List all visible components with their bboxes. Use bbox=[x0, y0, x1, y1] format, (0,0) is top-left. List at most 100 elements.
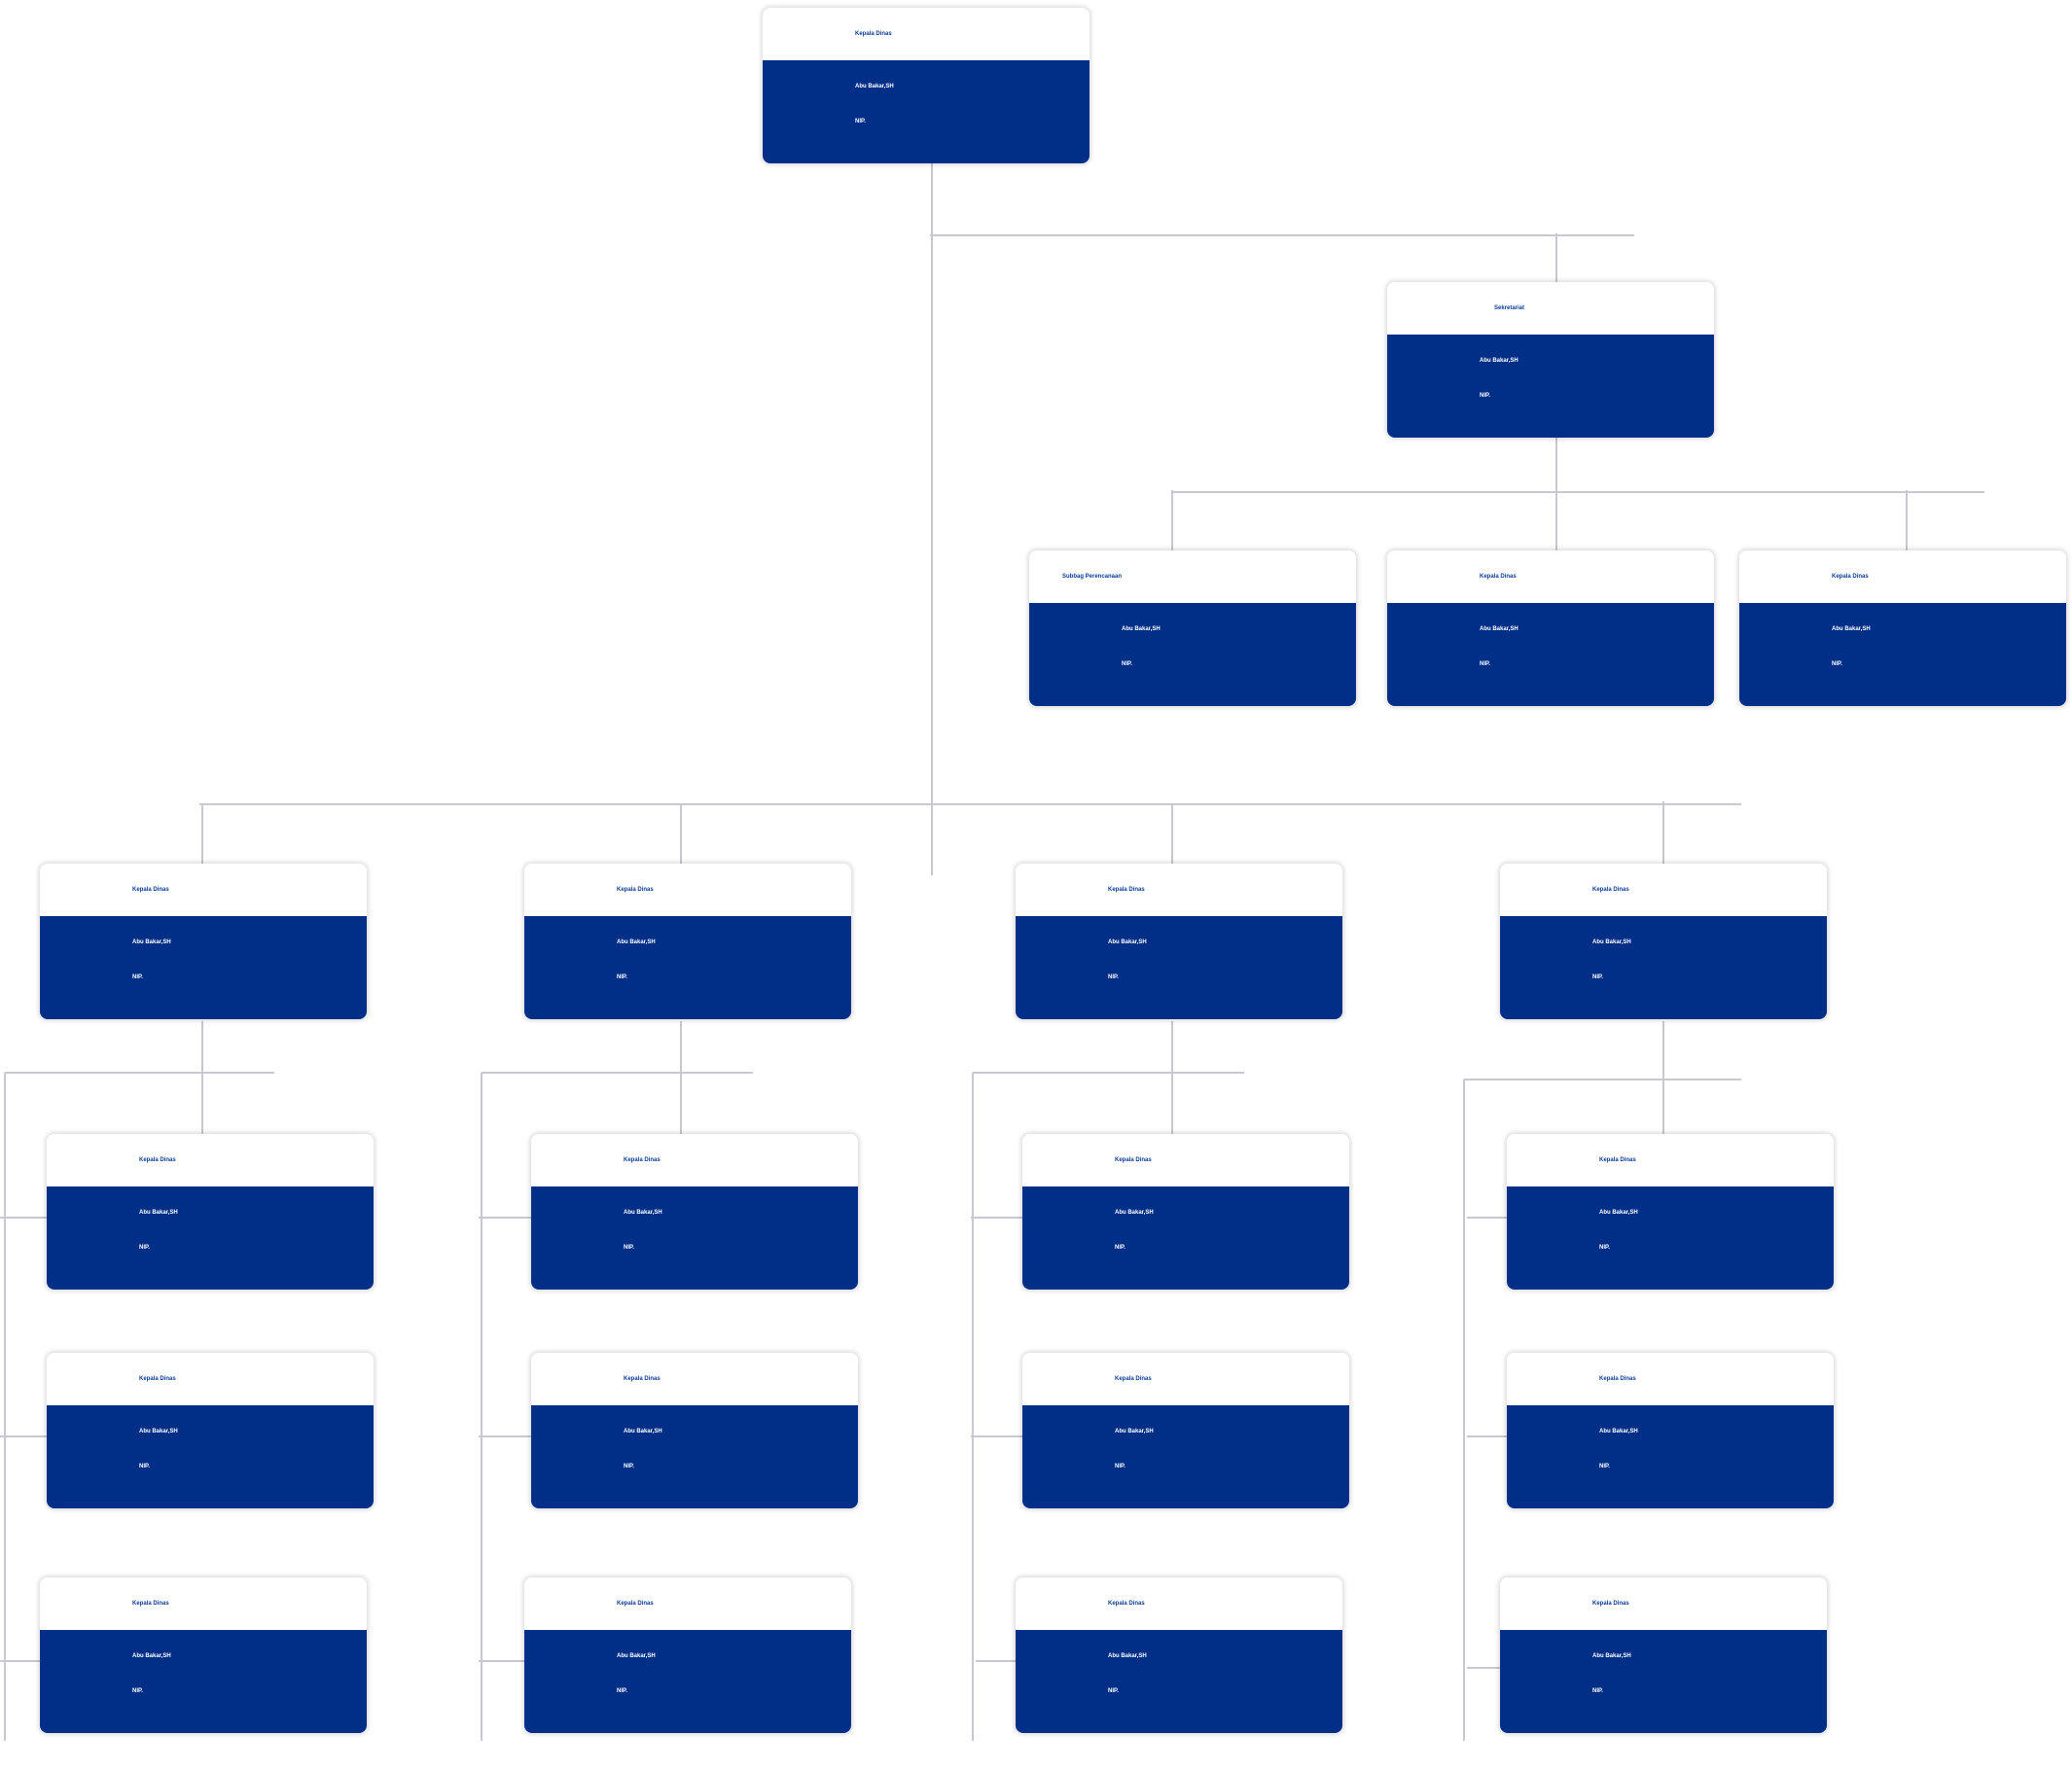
node-header: Subbag Perencanaan bbox=[1029, 550, 1356, 603]
org-node-kepala-dinas: Kepala Dinas Abu Bakar,SH NIP. bbox=[1016, 864, 1342, 1019]
node-name: Abu Bakar,SH bbox=[1115, 1429, 1154, 1434]
node-title: Kepala Dinas bbox=[132, 1601, 169, 1607]
org-node-subbag-perencanaan: Subbag Perencanaan Abu Bakar,SH NIP. bbox=[1029, 550, 1356, 706]
org-node-kepala-dinas: Kepala Dinas Abu Bakar,SH NIP. bbox=[1387, 550, 1714, 706]
node-nip: NIP. bbox=[132, 1688, 143, 1694]
node-nip: NIP. bbox=[1599, 1245, 1610, 1251]
node-title: Kepala Dinas bbox=[139, 1157, 176, 1163]
node-body: Abu Bakar,SH NIP. bbox=[1022, 1186, 1349, 1290]
node-header: Kepala Dinas bbox=[524, 1577, 851, 1630]
node-title: Kepala Dinas bbox=[1108, 1601, 1145, 1607]
node-nip: NIP. bbox=[1115, 1245, 1125, 1251]
node-nip: NIP. bbox=[624, 1464, 634, 1469]
node-title: Kepala Dinas bbox=[1592, 887, 1629, 893]
node-nip: NIP. bbox=[1108, 974, 1119, 980]
node-title: Kepala Dinas bbox=[139, 1376, 176, 1382]
node-header: Kepala Dinas bbox=[47, 1134, 374, 1186]
node-title: Kepala Dinas bbox=[1599, 1157, 1636, 1163]
node-title: Kepala Dinas bbox=[617, 887, 654, 893]
node-header: Kepala Dinas bbox=[1507, 1353, 1834, 1405]
node-nip: NIP. bbox=[132, 974, 143, 980]
node-name: Abu Bakar,SH bbox=[1592, 939, 1631, 945]
node-header: Kepala Dinas bbox=[40, 864, 367, 916]
node-body: Abu Bakar,SH NIP. bbox=[1500, 1630, 1827, 1733]
node-title: Kepala Dinas bbox=[855, 31, 892, 37]
node-body: Abu Bakar,SH NIP. bbox=[40, 916, 367, 1019]
node-title: Kepala Dinas bbox=[624, 1157, 661, 1163]
node-header: Kepala Dinas bbox=[1022, 1353, 1349, 1405]
node-name: Abu Bakar,SH bbox=[1480, 358, 1518, 364]
node-name: Abu Bakar,SH bbox=[855, 84, 894, 89]
node-header: Kepala Dinas bbox=[1022, 1134, 1349, 1186]
org-node-kepala-dinas: Kepala Dinas Abu Bakar,SH NIP. bbox=[1507, 1134, 1834, 1290]
node-body: Abu Bakar,SH NIP. bbox=[531, 1405, 858, 1508]
node-header: Kepala Dinas bbox=[1016, 864, 1342, 916]
node-name: Abu Bakar,SH bbox=[1592, 1653, 1631, 1659]
node-name: Abu Bakar,SH bbox=[1599, 1429, 1638, 1434]
node-name: Abu Bakar,SH bbox=[1122, 626, 1161, 632]
node-nip: NIP. bbox=[1122, 661, 1132, 667]
node-nip: NIP. bbox=[1480, 661, 1490, 667]
node-name: Abu Bakar,SH bbox=[1480, 626, 1518, 632]
node-name: Abu Bakar,SH bbox=[139, 1429, 178, 1434]
node-body: Abu Bakar,SH NIP. bbox=[1387, 335, 1714, 438]
node-name: Abu Bakar,SH bbox=[1108, 939, 1147, 945]
node-nip: NIP. bbox=[624, 1245, 634, 1251]
node-title: Kepala Dinas bbox=[1832, 574, 1869, 580]
org-node-sekretariat: Sekretariat Abu Bakar,SH NIP. bbox=[1387, 282, 1714, 438]
node-title: Kepala Dinas bbox=[1599, 1376, 1636, 1382]
node-nip: NIP. bbox=[1832, 661, 1842, 667]
node-nip: NIP. bbox=[1480, 393, 1490, 399]
node-title: Kepala Dinas bbox=[624, 1376, 661, 1382]
node-header: Kepala Dinas bbox=[1500, 864, 1827, 916]
node-title: Kepala Dinas bbox=[1592, 1601, 1629, 1607]
node-title: Sekretariat bbox=[1494, 305, 1525, 311]
node-header: Kepala Dinas bbox=[47, 1353, 374, 1405]
node-title: Kepala Dinas bbox=[617, 1601, 654, 1607]
node-header: Kepala Dinas bbox=[524, 864, 851, 916]
node-name: Abu Bakar,SH bbox=[132, 1653, 171, 1659]
node-body: Abu Bakar,SH NIP. bbox=[1387, 603, 1714, 706]
node-title: Kepala Dinas bbox=[1108, 887, 1145, 893]
node-nip: NIP. bbox=[1592, 1688, 1603, 1694]
node-header: Kepala Dinas bbox=[1739, 550, 2066, 603]
node-header: Kepala Dinas bbox=[1500, 1577, 1827, 1630]
node-header: Kepala Dinas bbox=[1507, 1134, 1834, 1186]
node-nip: NIP. bbox=[617, 974, 627, 980]
node-name: Abu Bakar,SH bbox=[617, 1653, 656, 1659]
node-name: Abu Bakar,SH bbox=[1599, 1210, 1638, 1216]
node-body: Abu Bakar,SH NIP. bbox=[524, 1630, 851, 1733]
node-header: Kepala Dinas bbox=[1387, 550, 1714, 603]
node-nip: NIP. bbox=[1108, 1688, 1119, 1694]
node-body: Abu Bakar,SH NIP. bbox=[1016, 916, 1342, 1019]
node-name: Abu Bakar,SH bbox=[132, 939, 171, 945]
node-body: Abu Bakar,SH NIP. bbox=[40, 1630, 367, 1733]
node-body: Abu Bakar,SH NIP. bbox=[1022, 1405, 1349, 1508]
node-title: Kepala Dinas bbox=[132, 887, 169, 893]
node-name: Abu Bakar,SH bbox=[624, 1429, 662, 1434]
node-nip: NIP. bbox=[617, 1688, 627, 1694]
node-header: Kepala Dinas bbox=[40, 1577, 367, 1630]
node-header: Kepala Dinas bbox=[1016, 1577, 1342, 1630]
node-header: Kepala Dinas bbox=[531, 1353, 858, 1405]
org-node-kepala-dinas: Kepala Dinas Abu Bakar,SH NIP. bbox=[1500, 1577, 1827, 1733]
org-node-kepala-dinas: Kepala Dinas Abu Bakar,SH NIP. bbox=[524, 1577, 851, 1733]
node-name: Abu Bakar,SH bbox=[1115, 1210, 1154, 1216]
org-node-kepala-dinas: Kepala Dinas Abu Bakar,SH NIP. bbox=[40, 1577, 367, 1733]
node-title: Subbag Perencanaan bbox=[1062, 574, 1123, 580]
node-nip: NIP. bbox=[1115, 1464, 1125, 1469]
